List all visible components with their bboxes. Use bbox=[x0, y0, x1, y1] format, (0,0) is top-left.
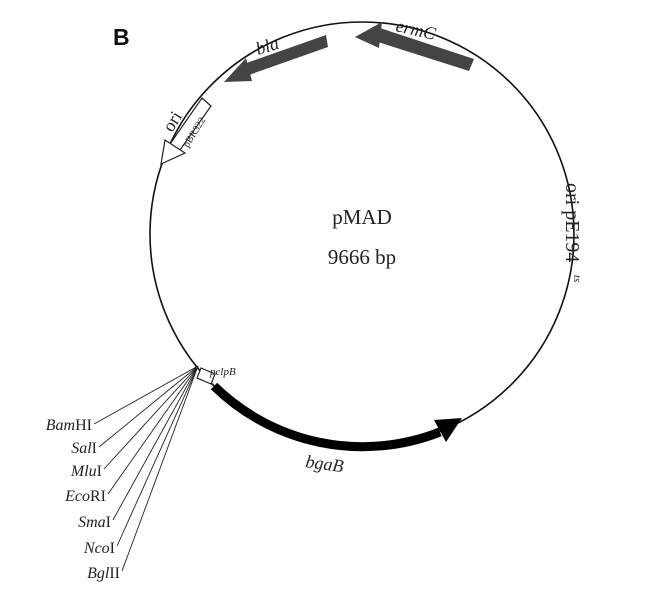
line-ecori bbox=[107, 365, 199, 495]
site-bglii: BglII bbox=[87, 565, 120, 582]
site-mlui: MluI bbox=[70, 463, 102, 480]
site-ncoi: NcoI bbox=[83, 540, 115, 557]
bla-arrow bbox=[224, 35, 328, 82]
line-bamhi bbox=[93, 365, 199, 425]
site-ecori: EcoRI bbox=[64, 488, 106, 505]
ori-pE194-label: ori pE194 bbox=[561, 183, 583, 262]
line-smai bbox=[112, 365, 199, 521]
line-sali bbox=[98, 365, 199, 448]
pclpB-label: pclpB bbox=[209, 366, 236, 378]
ori-pE194-label-group: ori pE194 ts bbox=[561, 183, 583, 282]
site-sali: SalI bbox=[71, 440, 97, 457]
ori-pE194-ts-label: ts bbox=[571, 275, 583, 282]
bgaB-label: bgaB bbox=[304, 451, 344, 476]
line-mlui bbox=[103, 365, 199, 470]
plasmid-size: 9666 bp bbox=[328, 245, 396, 269]
line-ncoi bbox=[116, 365, 199, 547]
pclpB-promoter bbox=[196, 367, 216, 385]
restriction-site-lines bbox=[93, 365, 199, 572]
plasmid-backbone bbox=[149, 21, 575, 447]
plasmid-name: pMAD bbox=[332, 205, 392, 229]
site-smai: SmaI bbox=[78, 514, 111, 531]
site-bamhi: BamHI bbox=[46, 417, 92, 434]
panel-label: B bbox=[113, 24, 130, 50]
bgaB-arrow bbox=[210, 382, 462, 452]
ori-pBR322-arrow bbox=[160, 97, 212, 166]
line-bglii bbox=[121, 365, 199, 572]
ermC-arrow bbox=[355, 22, 474, 71]
